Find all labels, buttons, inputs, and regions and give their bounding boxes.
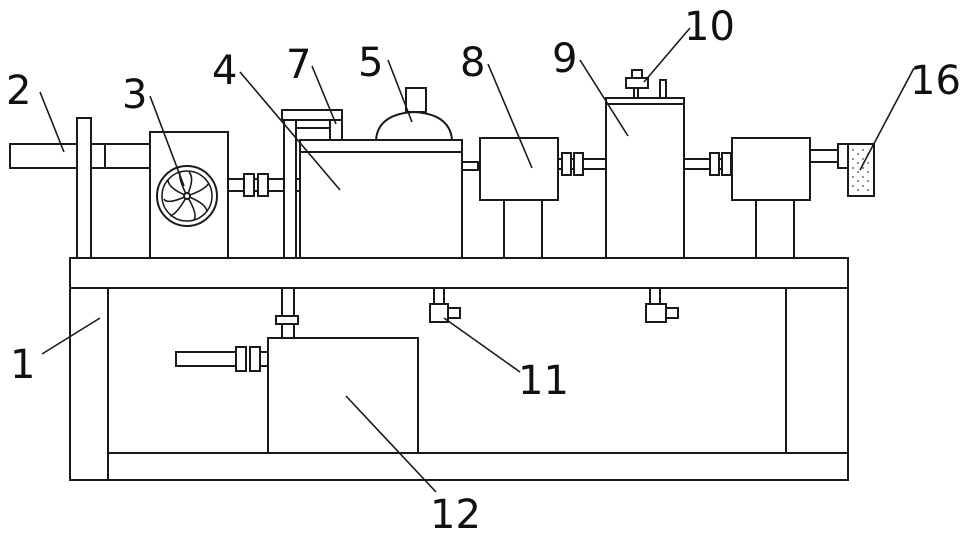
lower-box-body xyxy=(268,338,418,453)
vertical-pipe-flange xyxy=(276,316,298,324)
callout-16: 16 xyxy=(910,58,961,104)
tower-vent-pipe xyxy=(660,80,666,98)
connector-8-9-flange2 xyxy=(574,153,583,175)
drain-right-body xyxy=(646,304,666,322)
vertical-pipe-lower xyxy=(282,288,294,316)
callout-7: 7 xyxy=(286,42,311,88)
tower-valve-cap xyxy=(632,70,642,78)
frame xyxy=(70,258,848,480)
inlet-flange xyxy=(91,144,105,168)
tower-top-plate xyxy=(606,98,684,104)
frame-top-beam xyxy=(70,258,848,288)
filter-flange xyxy=(838,144,848,168)
callout-2: 2 xyxy=(6,68,31,114)
drain-right-pipe xyxy=(650,288,660,304)
unit-8-stand xyxy=(504,200,542,258)
inlet-pipe xyxy=(10,144,78,168)
vertical-pipe-upper xyxy=(284,120,296,258)
bracket-inner xyxy=(296,120,330,128)
right-unit-stand xyxy=(756,200,794,258)
drain-left-pipe xyxy=(434,288,444,304)
right-unit xyxy=(732,138,874,258)
unit-8-box xyxy=(480,138,558,200)
inlet-assembly xyxy=(10,118,151,258)
leader-16 xyxy=(860,68,914,170)
lower-box-flange2 xyxy=(250,347,260,371)
inlet-support-post xyxy=(77,118,91,258)
tank-body xyxy=(300,140,462,258)
tank-outlet-pipe xyxy=(462,162,478,170)
callout-12: 12 xyxy=(430,492,481,538)
frame-left-leg xyxy=(70,288,108,480)
connector-9-right xyxy=(684,153,732,175)
callout-10: 10 xyxy=(684,4,735,50)
connector-9-r-flange1 xyxy=(710,153,719,175)
drain-valve-left xyxy=(430,288,460,322)
callout-5: 5 xyxy=(358,40,383,86)
tower-valve-body xyxy=(626,78,648,88)
callout-1: 1 xyxy=(10,342,35,388)
connector-flange-a2 xyxy=(258,174,268,196)
lower-box xyxy=(176,338,418,453)
drain-right-handle xyxy=(666,308,678,318)
inlet-connector-pipe xyxy=(105,144,151,168)
drain-left-handle xyxy=(448,308,460,318)
tower-valve-stem xyxy=(634,88,638,98)
unit-8 xyxy=(480,138,606,258)
leader-11 xyxy=(444,318,520,372)
fan-unit xyxy=(150,132,228,258)
right-unit-box xyxy=(732,138,810,200)
tank-dome xyxy=(376,112,452,140)
callout-8: 8 xyxy=(460,40,485,86)
tower-body xyxy=(606,98,684,258)
callout-11: 11 xyxy=(518,358,569,404)
lower-box-flange1 xyxy=(236,347,246,371)
connector-flange-a1 xyxy=(244,174,254,196)
vertical-pipe-end xyxy=(282,324,294,338)
filter-connector-pipe xyxy=(810,150,838,162)
connector-8-9-flange1 xyxy=(562,153,571,175)
fan-hub xyxy=(184,193,190,199)
lower-box-inlet-pipe xyxy=(176,352,236,366)
frame-right-leg xyxy=(786,288,848,453)
callout-4: 4 xyxy=(212,48,237,94)
lower-box-stub xyxy=(260,352,268,366)
drain-pipe xyxy=(276,120,298,338)
tank-lid xyxy=(300,140,462,152)
callout-9: 9 xyxy=(552,36,577,82)
connector-9-r-flange2 xyxy=(722,153,731,175)
frame-bottom-beam xyxy=(108,453,848,480)
dome-stack xyxy=(406,88,426,112)
tower-9 xyxy=(606,70,684,258)
callout-3: 3 xyxy=(122,72,147,118)
drain-valve-right xyxy=(646,288,678,322)
